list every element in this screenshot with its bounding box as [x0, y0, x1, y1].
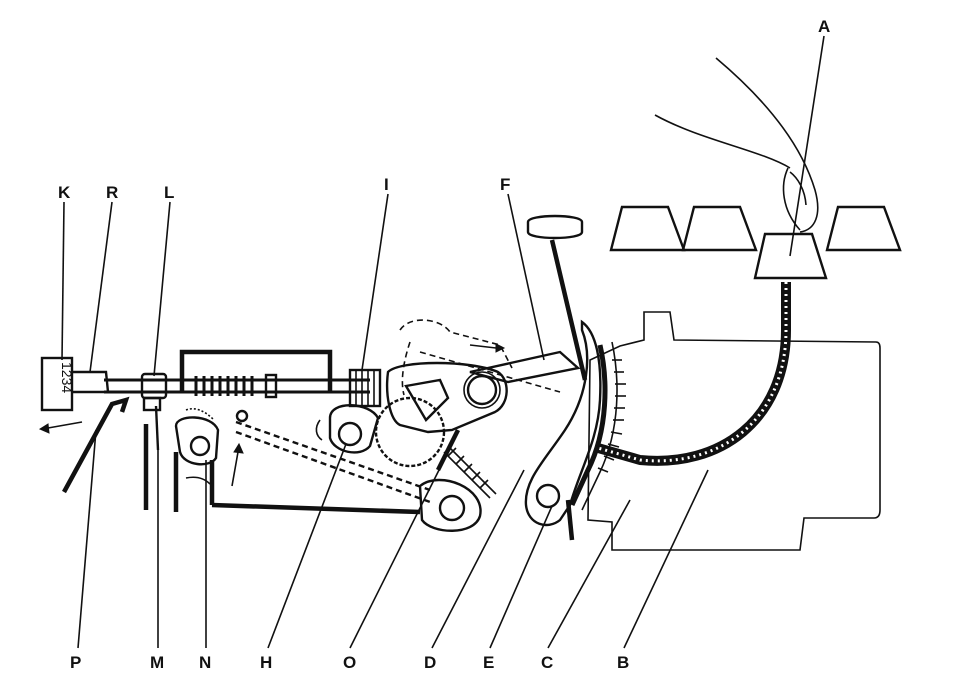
spring — [194, 376, 254, 396]
upper-lever — [469, 350, 581, 384]
label-b: B — [617, 653, 629, 672]
motion-arrow-upper — [469, 344, 497, 349]
ghost-position — [399, 319, 561, 396]
label-l: L — [164, 183, 174, 202]
lever-p — [62, 396, 130, 494]
counter-box: 1234 — [40, 356, 75, 412]
labels: K R L I F A P M N H O D E C B — [58, 17, 830, 672]
label-p: P — [70, 653, 81, 672]
key-caps — [609, 205, 902, 280]
label-e: E — [483, 653, 494, 672]
pivot-lever-h — [328, 404, 380, 454]
left-lever-assembly — [143, 405, 220, 512]
escapement-collar — [140, 372, 168, 400]
counter-digits: 1234 — [59, 362, 75, 393]
label-m: M — [150, 653, 164, 672]
leader-lines — [61, 35, 825, 649]
return-spring — [443, 447, 497, 499]
housing-outline — [587, 311, 881, 551]
rack-end — [72, 370, 110, 394]
typebar-head — [526, 214, 588, 381]
label-a: A — [818, 17, 830, 36]
motion-arrow-n — [231, 451, 239, 487]
label-n: N — [199, 653, 211, 672]
label-o: O — [343, 653, 356, 672]
pressed-key — [753, 232, 828, 280]
label-d: D — [424, 653, 436, 672]
label-i: I — [384, 175, 389, 194]
link-bar — [211, 420, 482, 532]
label-r: R — [106, 183, 118, 202]
label-k: K — [58, 183, 71, 202]
rotation-arrow-h — [315, 419, 323, 441]
key-lever-arc — [596, 282, 791, 466]
type-segment — [569, 341, 626, 511]
motion-arrow-left — [47, 421, 83, 429]
spring-collar — [264, 373, 278, 399]
label-f: F — [500, 175, 510, 194]
label-c: C — [541, 653, 553, 672]
label-h: H — [260, 653, 272, 672]
rocker-plate — [386, 361, 508, 434]
gear-wheel — [348, 368, 446, 468]
